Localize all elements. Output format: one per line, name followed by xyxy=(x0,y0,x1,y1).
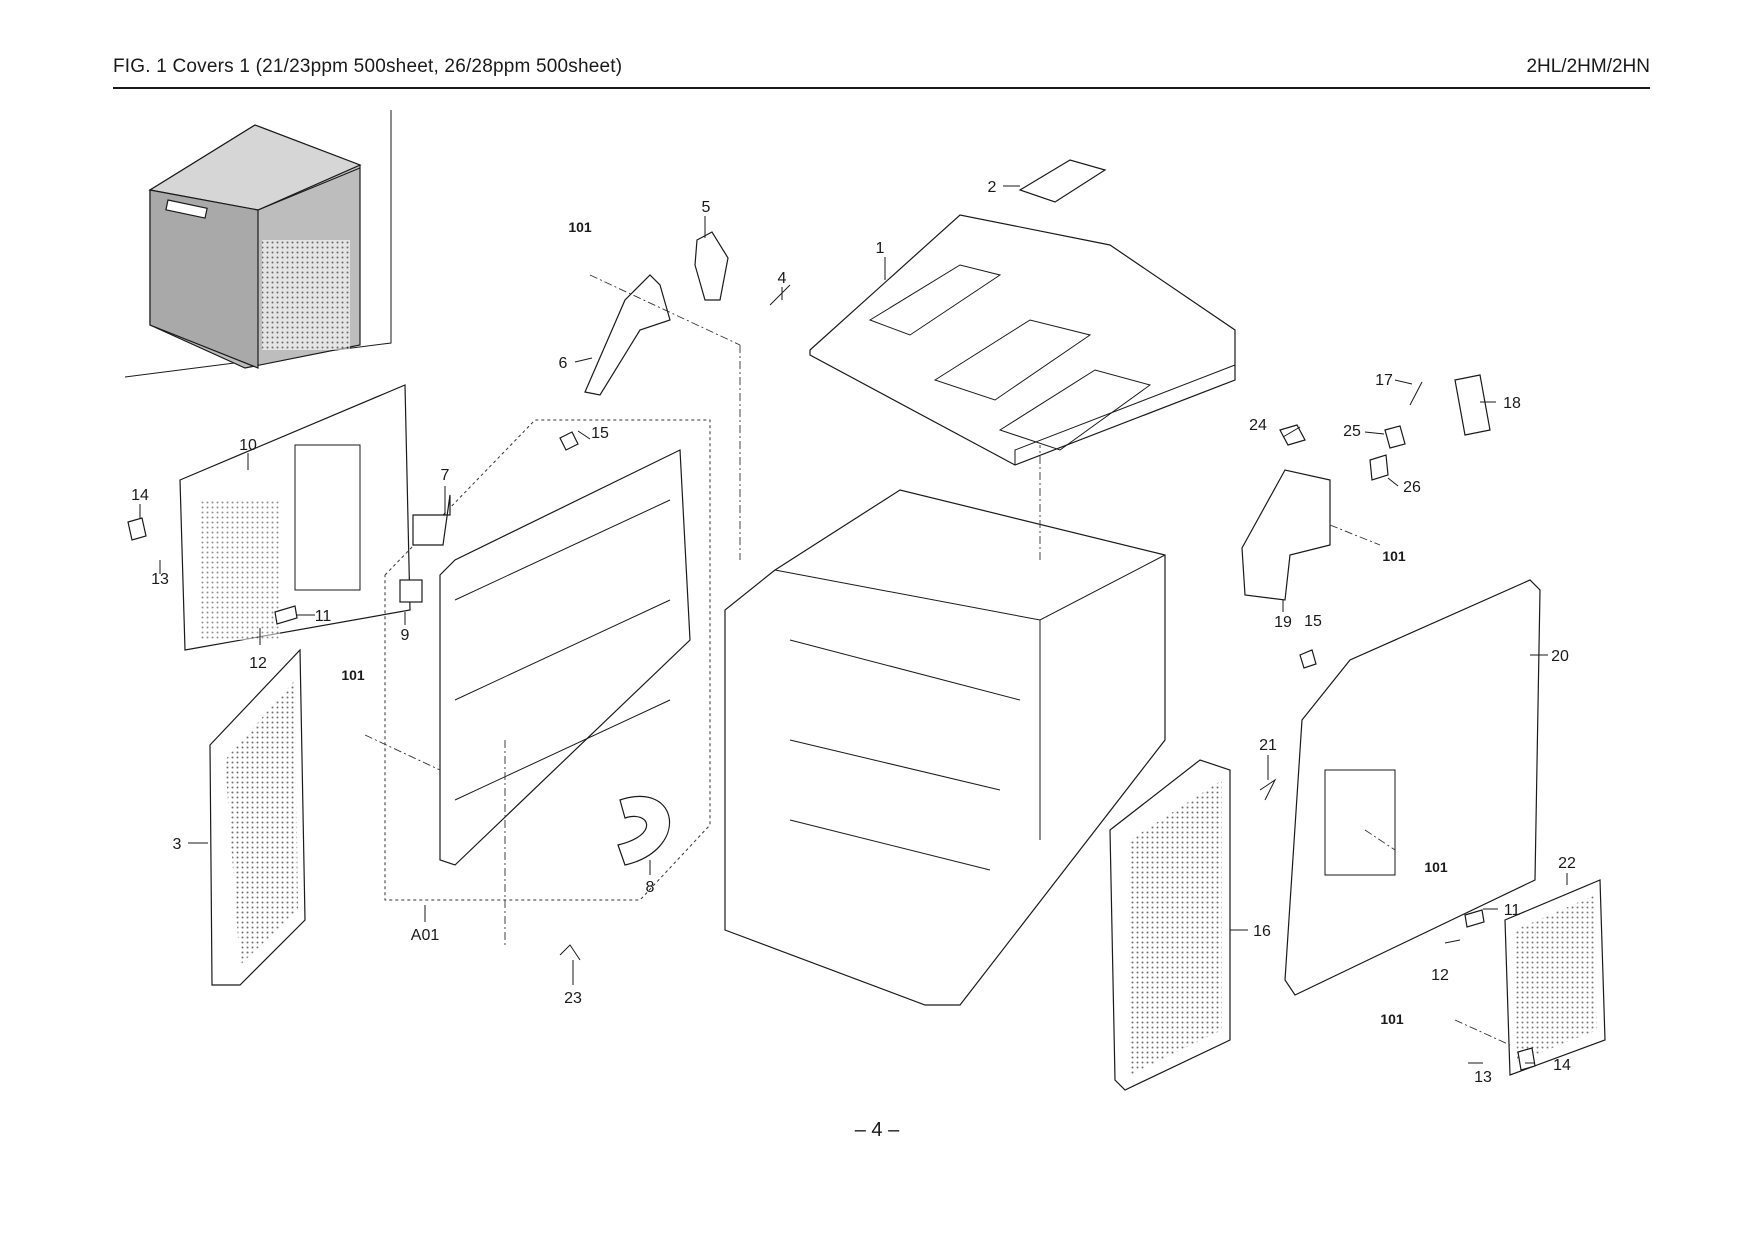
callout-5: 5 xyxy=(702,199,711,216)
callout-15-left: 15 xyxy=(591,425,609,442)
printer-overview-inset xyxy=(124,110,392,378)
callout-11-right: 11 xyxy=(1504,902,1521,919)
callout-4: 4 xyxy=(778,270,787,287)
callout-15-right: 15 xyxy=(1304,613,1322,630)
part-21-spring xyxy=(1259,778,1277,801)
part-5-hinge-bracket xyxy=(694,231,729,301)
callout-12-left: 12 xyxy=(249,655,267,672)
callout-17: 17 xyxy=(1375,372,1393,389)
part-15-clip-left xyxy=(559,431,579,451)
callout-101-left: 101 xyxy=(341,667,365,683)
callout-labels: 1 2 3 4 5 6 7 8 9 10 11 11 12 12 13 13 1… xyxy=(131,179,1576,1086)
assembly-a01-outline xyxy=(384,419,711,901)
callout-101-right-top: 101 xyxy=(1382,548,1406,564)
main-frame xyxy=(724,445,1166,1006)
part-4-spring xyxy=(769,284,791,306)
part-24-sheet xyxy=(1279,424,1306,446)
callout-23: 23 xyxy=(564,990,582,1007)
part-25-sheet xyxy=(1384,425,1406,449)
part-26-sheet xyxy=(1369,454,1389,481)
page-number: – 4 – xyxy=(854,1119,900,1141)
callout-13-left: 13 xyxy=(151,571,169,588)
callout-3: 3 xyxy=(173,836,182,853)
callout-101-right-bottom: 101 xyxy=(1380,1011,1404,1027)
callout-25: 25 xyxy=(1343,423,1361,440)
part-8-duct-ring xyxy=(617,795,671,866)
callout-14-right: 14 xyxy=(1553,1057,1571,1074)
part-14-latch-left xyxy=(127,517,147,541)
callout-101-top: 101 xyxy=(568,219,592,235)
part-23-spring xyxy=(559,944,581,961)
part-11-latch-right xyxy=(1464,909,1485,928)
callout-24: 24 xyxy=(1249,417,1267,434)
part-1-top-cover xyxy=(809,214,1236,466)
part-2-label-plate xyxy=(1018,159,1107,203)
callout-9: 9 xyxy=(401,627,410,644)
part-3-left-side-cover xyxy=(209,648,306,986)
callout-2: 2 xyxy=(988,179,997,196)
callout-101-right-mid: 101 xyxy=(1424,859,1448,875)
callout-26: 26 xyxy=(1403,479,1421,496)
part-22-right-panel xyxy=(1504,879,1606,1076)
part-15-clip-right xyxy=(1299,649,1317,669)
part-14-latch-right xyxy=(1517,1047,1536,1071)
callout-18: 18 xyxy=(1503,395,1521,412)
callout-11-left: 11 xyxy=(315,608,332,625)
part-10-left-panel xyxy=(179,384,411,651)
callout-14-left: 14 xyxy=(131,487,149,504)
callout-22: 22 xyxy=(1558,855,1576,872)
callout-21: 21 xyxy=(1259,737,1277,754)
part-9-sheet xyxy=(399,579,423,603)
page-title: FIG. 1 Covers 1 (21/23ppm 500sheet, 26/2… xyxy=(113,56,623,77)
callout-16: 16 xyxy=(1253,923,1271,940)
callout-19: 19 xyxy=(1274,614,1292,631)
part-6-bracket xyxy=(584,274,671,396)
header-rule xyxy=(113,87,1650,89)
part-16-right-front-cover xyxy=(1109,759,1231,1091)
part-20-right-side-cover xyxy=(1284,579,1541,996)
callout-13-right: 13 xyxy=(1474,1069,1492,1086)
callout-1: 1 xyxy=(876,240,885,257)
callout-10: 10 xyxy=(239,437,257,454)
part-a01-front-frame xyxy=(439,449,691,866)
part-18-hinge-right xyxy=(1454,374,1491,436)
callout-a01: A01 xyxy=(411,927,440,944)
callout-7: 7 xyxy=(441,467,450,484)
callout-8: 8 xyxy=(646,879,655,896)
part-17-spring xyxy=(1409,381,1423,406)
part-7-sheet xyxy=(412,494,451,546)
callout-12-right: 12 xyxy=(1431,967,1449,984)
leader-lines xyxy=(139,185,1568,1064)
part-11-latch-left xyxy=(274,605,298,625)
part-19-duct xyxy=(1241,469,1331,601)
model-code: 2HL/2HM/2HN xyxy=(1526,56,1650,77)
callout-20: 20 xyxy=(1551,648,1569,665)
callout-6: 6 xyxy=(559,355,568,372)
